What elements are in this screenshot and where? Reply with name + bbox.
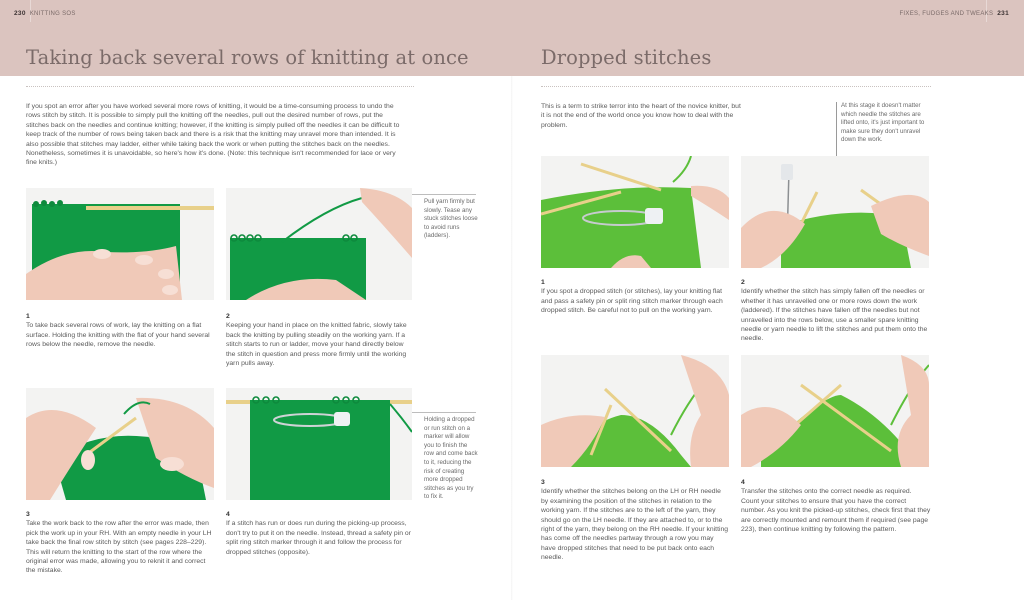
- right-intro: This is a term to strike terror into the…: [541, 103, 741, 129]
- photo-step-3: [26, 388, 214, 500]
- right-folio: FIXES, FUDGES AND TWEAKS 231: [899, 10, 1009, 17]
- right-step-3: 3 Identify whether the stitches belong o…: [541, 478, 729, 563]
- step-number: 2: [741, 279, 745, 286]
- photo-dropped-step-3: [541, 355, 729, 467]
- left-dotted-rule: [26, 86, 414, 88]
- step-number: 4: [741, 479, 745, 486]
- knitting-photo-picking-up-stitches-icon: [26, 388, 214, 500]
- left-running-head: KNITTING SOS: [29, 10, 76, 17]
- knitting-photo-pulling-yarn-icon: [226, 188, 412, 300]
- gutter: [511, 76, 513, 600]
- step-text: To take back several rows of work, lay t…: [26, 322, 210, 349]
- callout-leader-2: [412, 412, 476, 413]
- step-text: Identify whether the stitches belong on …: [541, 488, 729, 562]
- right-page-title: Dropped stitches: [541, 46, 712, 69]
- right-page-number: 231: [997, 10, 1009, 17]
- left-page-number: 230: [14, 10, 26, 17]
- left-intro: If you spot an error after you have work…: [26, 103, 400, 167]
- left-page-title: Taking back several rows of knitting at …: [26, 46, 469, 69]
- left-callout-1: Pull yarn firmly but slowly. Tease any s…: [424, 198, 478, 240]
- left-callout-2: Holding a dropped or run stitch on a mar…: [424, 416, 478, 501]
- left-step-1: 1 To take back several rows of work, lay…: [26, 312, 211, 350]
- left-step-2: 2 Keeping your hand in place on the knit…: [226, 312, 412, 368]
- step-number: 3: [541, 479, 545, 486]
- photo-dropped-step-2: [741, 156, 929, 268]
- photo-step-2: [226, 188, 412, 300]
- knitting-photo-hand-on-swatch-needle-icon: [26, 188, 214, 300]
- photo-step-1: [26, 188, 214, 300]
- callout-leader-1: [412, 194, 476, 195]
- folio-rule-right: [986, 0, 987, 22]
- step-number: 4: [226, 511, 230, 518]
- knitting-photo-safety-pin-dropped-stitch-icon: [541, 156, 729, 268]
- step-text: Identify whether the stitch has simply f…: [741, 288, 928, 343]
- photo-dropped-step-4: [741, 355, 929, 467]
- knitting-photo-lifting-stitch-onto-needle-icon: [741, 156, 929, 268]
- step-text: Keeping your hand in place on the knitte…: [226, 322, 407, 368]
- step-text: If a stitch has run or does run during t…: [226, 520, 411, 556]
- right-step-2: 2 Identify whether the stitch has simply…: [741, 278, 931, 344]
- step-number: 2: [226, 313, 230, 320]
- callout-leader-right: [836, 102, 837, 198]
- left-step-3: 3 Take the work back to the row after th…: [26, 510, 214, 576]
- step-number: 1: [26, 313, 30, 320]
- step-number: 1: [541, 279, 545, 286]
- right-running-head: FIXES, FUDGES AND TWEAKS: [899, 10, 994, 17]
- right-step-1: 1 If you spot a dropped stitch (or stitc…: [541, 278, 729, 316]
- knitting-photo-checking-stitch-position-icon: [541, 355, 729, 467]
- header-band: [0, 0, 1024, 76]
- right-callout-1: At this stage it doesn't matter which ne…: [841, 102, 925, 144]
- left-folio: 230 KNITTING SOS: [14, 10, 76, 17]
- step-text: Take the work back to the row after the …: [26, 520, 212, 575]
- photo-step-4: [226, 388, 412, 500]
- left-step-4: 4 If a stitch has run or does run during…: [226, 510, 416, 557]
- step-text: If you spot a dropped stitch (or stitche…: [541, 288, 723, 315]
- folio-rule-left: [30, 0, 31, 22]
- knitting-photo-transferring-stitches-icon: [741, 355, 929, 467]
- photo-dropped-step-1: [541, 156, 729, 268]
- right-dotted-rule: [541, 86, 931, 88]
- right-step-4: 4 Transfer the stitches onto the correct…: [741, 478, 931, 534]
- step-number: 3: [26, 511, 30, 518]
- knitting-photo-safety-pin-on-run-stitch-icon: [226, 388, 412, 500]
- step-text: Transfer the stitches onto the correct n…: [741, 488, 931, 534]
